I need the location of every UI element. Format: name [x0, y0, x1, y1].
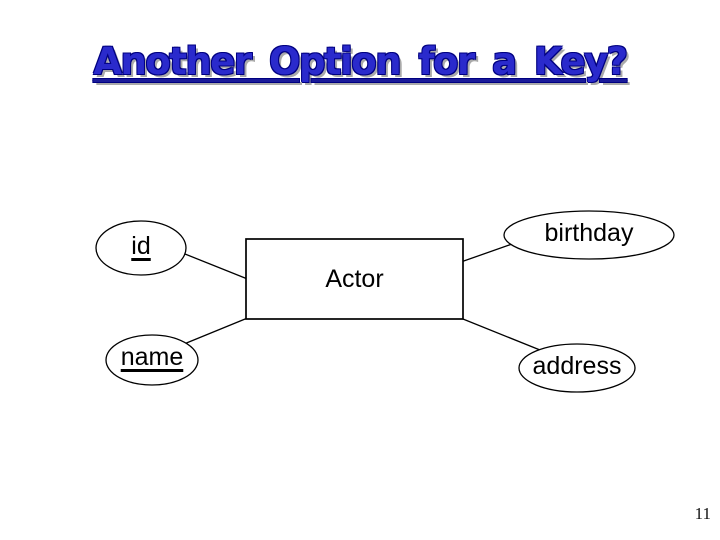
connector-name-actor — [183, 316, 251, 345]
entity-rectangle-actor — [245, 238, 464, 320]
attribute-ellipse-name — [105, 334, 199, 386]
connector-actor-birthday — [457, 242, 516, 264]
attribute-label-name: name — [120, 342, 184, 371]
attribute-label-address: address — [532, 351, 622, 380]
connector-id-actor — [174, 249, 251, 281]
connector-actor-address — [457, 316, 541, 351]
attribute-label-birthday: birthday — [544, 218, 634, 247]
entity-label-actor: Actor — [325, 264, 384, 293]
slide-title: Another Option for a Key? — [93, 40, 628, 83]
page-number: 11 — [694, 504, 711, 523]
attribute-ellipse-id — [95, 220, 187, 276]
attribute-label-id: id — [131, 231, 151, 260]
attribute-ellipse-address — [518, 343, 636, 393]
attribute-ellipse-birthday — [503, 210, 675, 260]
